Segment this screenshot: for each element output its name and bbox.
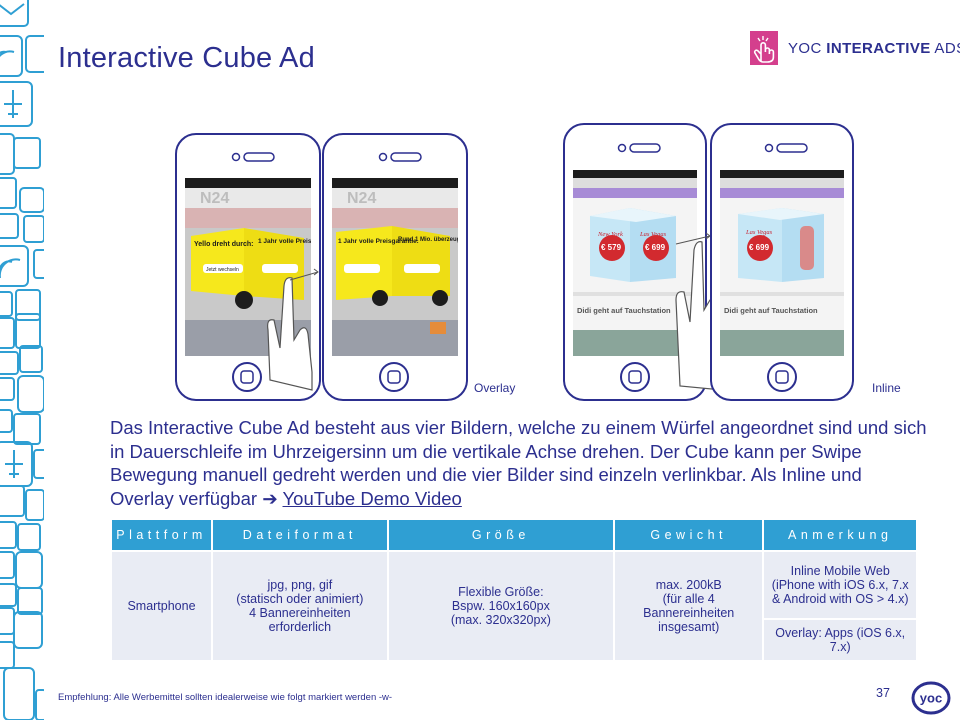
message-icon xyxy=(19,345,43,373)
cart-icon xyxy=(19,187,44,213)
header-platform: Plattform xyxy=(112,520,211,550)
youtube-demo-link[interactable]: YouTube Demo Video xyxy=(282,487,462,509)
ad-right-text: 1 Jahr volle Preisgarantie. xyxy=(258,238,339,245)
ad-button-text: Jetzt wechseln xyxy=(206,267,239,273)
logo-text: yoc xyxy=(920,691,942,706)
search-icon xyxy=(0,177,17,209)
header-note: Anmerkung xyxy=(764,520,916,550)
table-row: Smartphone jpg, png, gif(statisch oder a… xyxy=(112,552,916,660)
phone-icon-2 xyxy=(0,291,13,317)
price-left: € 699 xyxy=(749,243,770,252)
calendar-icon xyxy=(13,137,41,169)
app-icons-pattern xyxy=(0,0,44,720)
city-left: Las Vegas xyxy=(745,229,773,236)
mail-icon-2 xyxy=(0,583,17,607)
settings-icon xyxy=(0,377,15,401)
wifi-icon-3 xyxy=(0,551,15,579)
calendar-icon-3 xyxy=(13,611,43,649)
overlay-label: Overlay xyxy=(474,381,515,395)
pen-icon xyxy=(15,289,41,321)
city-left: New York xyxy=(597,231,623,238)
doc-icon xyxy=(23,215,44,243)
description-text: Das Interactive Cube Ad besteht aus vier… xyxy=(110,417,927,509)
brand-header: YOC INTERACTIVE ADS xyxy=(750,28,960,68)
decorative-icon-strip xyxy=(0,0,44,720)
phone-inline-2: Las Vegas € 699 Didi geht auf Tauchstati… xyxy=(710,123,854,401)
price-left: € 579 xyxy=(601,243,622,252)
cell-size: Flexible Größe:Bspw. 160x160px(max. 320x… xyxy=(388,552,613,660)
cart-icon-2 xyxy=(17,587,43,615)
table-header-row: Plattform Dateiformat Größe Gewicht Anme… xyxy=(112,520,916,550)
mobile-icon xyxy=(33,449,44,479)
ad-left-text: 1 Jahr volle Preisgarantie. xyxy=(338,238,419,245)
yoc-logo-icon: yoc xyxy=(911,681,951,715)
header-size: Größe xyxy=(388,520,613,550)
globe-icon xyxy=(17,375,44,413)
cell-platform: Smartphone xyxy=(112,552,211,660)
contact-icon xyxy=(15,313,41,349)
mail-icon xyxy=(0,0,29,27)
city-right: Las Vegas xyxy=(639,231,667,238)
phone-overlay-1: N24 Yello dreht durch: 1 Jahr volle Prei… xyxy=(175,133,339,401)
brand-text: YOC INTERACTIVE ADS xyxy=(788,39,960,57)
inline-label: Inline xyxy=(872,381,901,395)
page-number: 37 xyxy=(876,686,890,700)
card-icon xyxy=(0,213,19,239)
mobile-icon-2 xyxy=(0,641,15,669)
swipe-hand-icon xyxy=(267,277,313,391)
screen-header: N24 xyxy=(200,190,229,207)
ad-left-text: Yello dreht durch: xyxy=(194,241,254,248)
arrow-icon: ➔ xyxy=(262,487,278,509)
wifi-icon xyxy=(0,35,23,77)
price-right: € 699 xyxy=(645,243,666,252)
wifi-icon-2 xyxy=(0,245,29,287)
page-title: Interactive Cube Ad xyxy=(58,42,315,74)
airplane-icon xyxy=(0,81,33,127)
note-icon xyxy=(0,409,13,433)
calendar-icon-2 xyxy=(0,485,25,517)
edge-icon xyxy=(35,689,44,720)
ad-right-text: Rund 1 Mio. überzeugte Kunden. xyxy=(398,237,492,243)
table-row: Overlay: Apps (iOS 6.x,7.x) xyxy=(112,620,916,660)
phone-overlay-2: N24 1 Jahr volle Preisgarantie. Rund 1 M… xyxy=(322,133,492,401)
cell-note-overlay: Overlay: Apps (iOS 6.x,7.x) xyxy=(764,620,916,660)
header-weight: Gewicht xyxy=(614,520,763,550)
doc-icon-2 xyxy=(0,521,17,549)
yoc-hand-logo-icon xyxy=(750,31,778,65)
cell-format: jpg, png, gif(statisch oder animiert)4 B… xyxy=(212,552,387,660)
phone-icon xyxy=(25,35,44,73)
header-format: Dateiformat xyxy=(212,520,387,550)
video-icon xyxy=(13,413,41,445)
phone-icon-4 xyxy=(15,551,43,589)
cell-note-inline: Inline Mobile Web(iPhone with iOS 6.x, 7… xyxy=(764,552,916,618)
chat-icon xyxy=(0,351,19,375)
list-icon xyxy=(17,523,41,551)
small-phone-icon xyxy=(33,249,44,279)
phone-icon-3 xyxy=(25,489,44,521)
edit-icon xyxy=(0,317,15,349)
teaser-text: Didi geht auf Tauchstation xyxy=(724,306,818,315)
teaser-text: Didi geht auf Tauchstation xyxy=(577,306,671,315)
screen-header: N24 xyxy=(347,190,376,207)
phone-inline-1: New York Las Vegas € 579 € 699 Didi geht… xyxy=(563,123,723,401)
phones-illustration: N24 Yello dreht durch: 1 Jahr volle Prei… xyxy=(175,123,901,401)
spec-table: Plattform Dateiformat Größe Gewicht Anme… xyxy=(110,518,918,662)
footer-note: Empfehlung: Alle Werbemittel sollten ide… xyxy=(58,692,393,703)
add-contact-icon xyxy=(3,667,35,720)
card-icon-2 xyxy=(0,607,15,635)
